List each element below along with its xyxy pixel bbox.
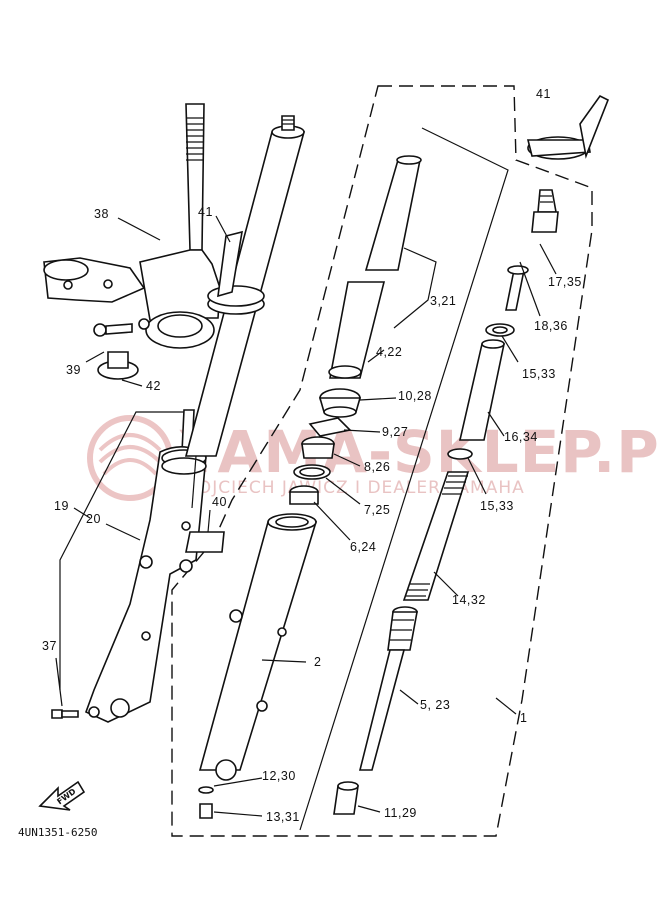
slide-metal-6 — [289, 485, 319, 505]
under-bracket-steering-stem — [43, 103, 221, 349]
leader-lines — [55, 215, 557, 817]
watermark-dealer-text: WOJCIECH JAWICZ I DEALER YAMAHA — [180, 478, 525, 498]
inner-assembly-line — [299, 127, 509, 831]
part-label-20: 20 — [86, 512, 101, 526]
cap-bolt-17 — [531, 189, 559, 233]
damper-rod-5 — [358, 606, 418, 771]
part-label-41-left: 41 — [198, 205, 213, 219]
bolt-39 — [93, 323, 133, 337]
part-label-7-25: 7,25 — [364, 503, 390, 517]
left-fork-boundary — [59, 411, 186, 690]
inner-tube-3 — [364, 155, 422, 271]
part-label-40: 40 — [212, 495, 227, 509]
part-label-18-36: 18,36 — [534, 319, 568, 333]
fork-cover-41-left — [207, 230, 265, 315]
forward-arrow-icon: FWD — [38, 780, 86, 811]
part-label-3-21: 3,21 — [430, 294, 456, 308]
part-label-15-33-upper: 15,33 — [522, 367, 556, 381]
part-label-42: 42 — [146, 379, 161, 393]
washer-42 — [97, 351, 139, 380]
part-label-41-right: 41 — [536, 87, 551, 101]
dust-seal-10 — [318, 388, 362, 418]
oil-lock-piece-11 — [333, 781, 359, 815]
part-label-38: 38 — [94, 207, 109, 221]
part-label-9-27: 9,27 — [382, 425, 408, 439]
bolt-37 — [51, 709, 79, 719]
oil-seal-8 — [301, 436, 335, 459]
watermark-brand-text: YAMA-SKLEP.PL — [179, 418, 661, 486]
watermark: YAMA-SKLEP.PL WOJCIECH JAWICZ I DEALER Y… — [87, 415, 661, 501]
part-label-2: 2 — [314, 655, 321, 669]
part-label-4-22: 4,22 — [376, 345, 402, 359]
copper-washer-12 — [198, 786, 214, 794]
part-label-17-35: 17,35 — [548, 275, 582, 289]
part-label-37: 37 — [42, 639, 57, 653]
label-plate-40 — [185, 531, 225, 553]
drain-bolt-13 — [199, 803, 213, 819]
part-label-39: 39 — [66, 363, 81, 377]
part-label-12-30: 12,30 — [262, 769, 296, 783]
part-label-1: 1 — [520, 711, 527, 725]
part-label-8-26: 8,26 — [364, 460, 390, 474]
o-ring-18 — [505, 265, 529, 311]
outer-tube-2 — [198, 513, 318, 781]
part-label-11-29: 11,29 — [384, 806, 417, 820]
part-label-13-31: 13,31 — [266, 810, 300, 824]
part-label-15-33-lower: 15,33 — [480, 499, 514, 513]
part-label-14-32: 14,32 — [452, 593, 486, 607]
slide-bushing-4 — [328, 281, 386, 379]
left-fork-outer-tube — [84, 409, 207, 723]
part-labels: 38 41 41 3,21 17,35 18,36 4,22 15,33 39 … — [42, 87, 582, 824]
washer-15-upper — [485, 323, 515, 337]
assembly-boundary — [171, 85, 593, 837]
diagram-code: 4UN1351-6250 — [18, 826, 97, 839]
washer-7 — [293, 464, 331, 480]
washer-15-lower — [447, 448, 473, 460]
part-label-10-28: 10,28 — [398, 389, 432, 403]
part-label-6-24: 6,24 — [350, 540, 376, 554]
part-label-19: 19 — [54, 499, 69, 513]
part-label-5-23: 5, 23 — [420, 698, 450, 712]
fork-spring-14 — [402, 471, 470, 601]
part-label-16-34: 16,34 — [504, 430, 538, 444]
spacer-16 — [458, 339, 505, 441]
fork-cover-41-right — [526, 94, 610, 160]
